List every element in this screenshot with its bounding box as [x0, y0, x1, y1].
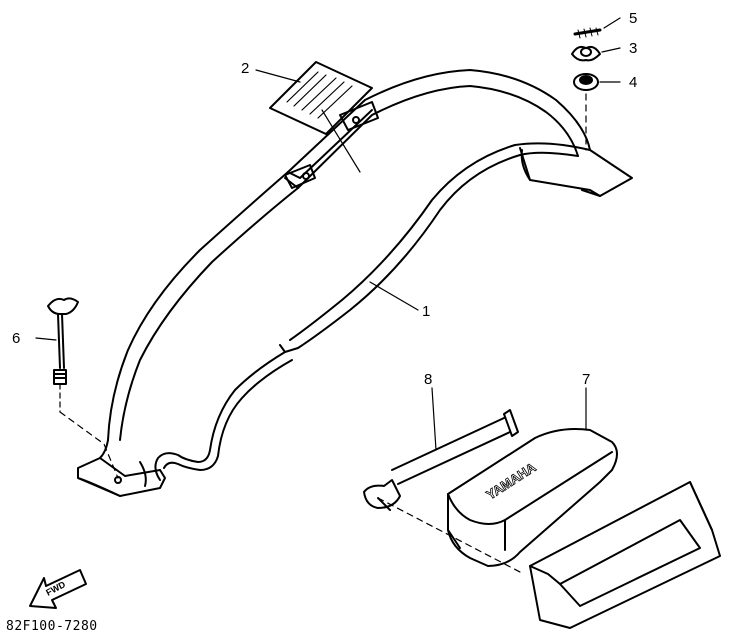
decal-part-2 [269, 61, 373, 135]
callout-4: 4 [629, 74, 638, 91]
box-part-7 [447, 428, 618, 567]
alignment-lines [59, 93, 587, 573]
callout-3: 3 [629, 40, 638, 57]
fastener-part-5 [573, 27, 602, 39]
callout-1: 1 [422, 303, 431, 320]
callout-5: 5 [629, 10, 638, 27]
washer-part-4 [573, 73, 599, 91]
strap-part-8 [363, 409, 519, 511]
fender-part-1 [77, 69, 633, 497]
leader-lines [35, 17, 621, 451]
callout-8: 8 [424, 371, 433, 388]
wing-nut-part-3 [571, 45, 601, 62]
tray [529, 481, 721, 629]
callout-2: 2 [241, 60, 250, 77]
callout-7: 7 [582, 371, 591, 388]
callout-6: 6 [12, 330, 21, 347]
bolt-part-6 [47, 297, 79, 413]
fwd-arrow-icon [29, 569, 87, 609]
diagram-code: 82F100-7280 [6, 619, 98, 634]
